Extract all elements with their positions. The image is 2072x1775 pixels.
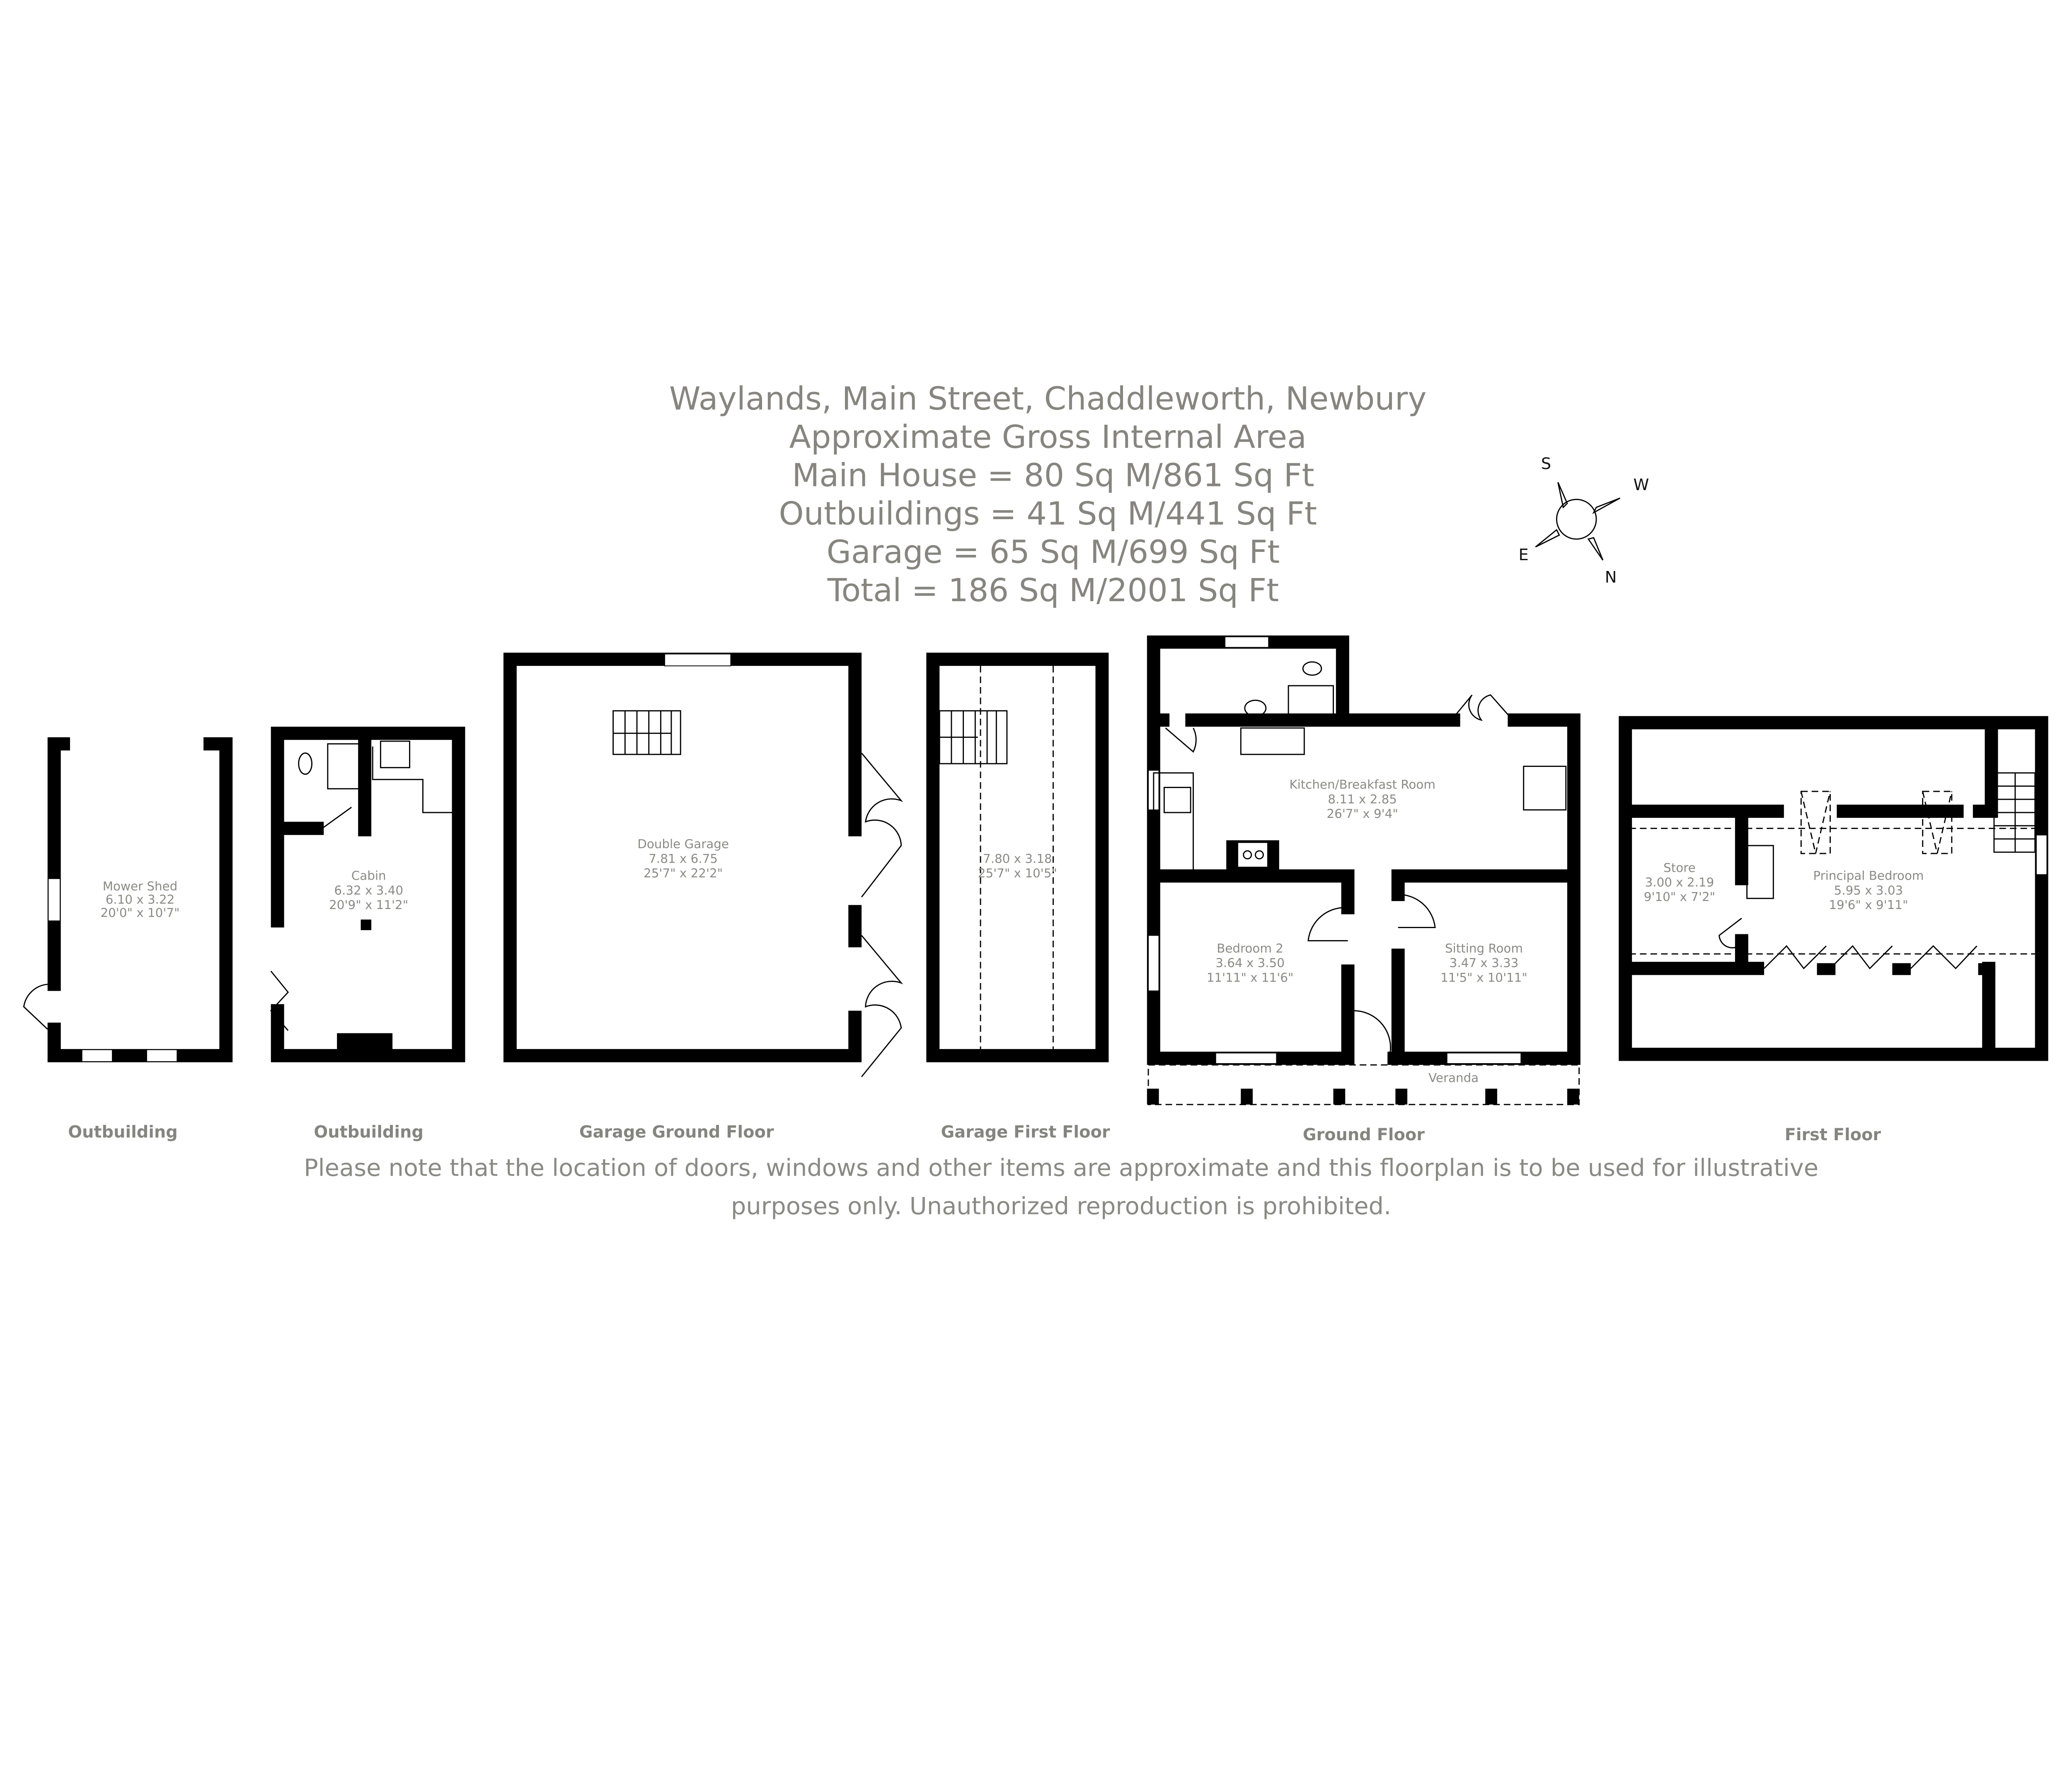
plan-mower-shed: Mower Shed 6.10 x 3.22 20'0" x 10'7" Out… xyxy=(23,737,233,1142)
room-name: Veranda xyxy=(1428,1071,1479,1085)
window xyxy=(1446,1052,1522,1064)
header: Waylands, Main Street, Chaddleworth, New… xyxy=(669,381,1427,609)
window xyxy=(81,1049,113,1062)
room-name: Double Garage xyxy=(637,837,729,851)
column xyxy=(361,919,372,930)
plan-garage-first-floor: 7.80 x 3.18 25'7" x 10'5" Garage First F… xyxy=(926,653,1110,1142)
address-title: Waylands, Main Street, Chaddleworth, New… xyxy=(669,381,1427,418)
room-imperial: 20'0" x 10'7" xyxy=(100,906,179,920)
room-imperial: 20'9" x 11'2" xyxy=(329,898,408,912)
area-main-house: Main House = 80 Sq M/861 Sq Ft xyxy=(792,457,1314,494)
room-metric: 6.32 x 3.40 xyxy=(334,883,403,897)
plan-label: Garage First Floor xyxy=(941,1123,1110,1142)
window xyxy=(1225,636,1269,648)
window xyxy=(664,653,731,667)
plan-label: First Floor xyxy=(1785,1125,1881,1144)
floorplan-svg: Waylands, Main Street, Chaddleworth, New… xyxy=(23,381,2048,1220)
stairs-icon xyxy=(1523,766,1567,811)
window xyxy=(48,878,61,921)
room-imperial: 9'10" x 7'2" xyxy=(1644,890,1715,904)
area-subtitle: Approximate Gross Internal Area xyxy=(789,419,1307,456)
room-name: Principal Bedroom xyxy=(1813,869,1924,883)
room-metric: 8.11 x 2.85 xyxy=(1328,792,1397,806)
compass-e: E xyxy=(1519,546,1529,564)
sink-icon xyxy=(1163,787,1191,813)
basin-icon xyxy=(1244,699,1267,717)
plan-label: Outbuilding xyxy=(68,1123,178,1142)
door-icon xyxy=(23,984,48,1030)
window xyxy=(1215,1052,1277,1064)
window xyxy=(2036,834,2048,875)
room-name: Sitting Room xyxy=(1445,941,1523,955)
sink-icon xyxy=(380,740,410,769)
area-garage: Garage = 65 Sq M/699 Sq Ft xyxy=(827,534,1280,571)
disclaimer-line-2: purposes only. Unauthorized reproduction… xyxy=(731,1192,1391,1220)
room-metric: 5.95 x 3.03 xyxy=(1834,883,1903,897)
room-name: Mower Shed xyxy=(103,879,178,893)
disclaimer-line-1: Please note that the location of doors, … xyxy=(304,1154,1818,1182)
plan-double-garage: Double Garage 7.81 x 6.75 25'7" x 22'2" … xyxy=(503,653,903,1142)
room-name: Store xyxy=(1663,861,1696,875)
floorplan-canvas: Waylands, Main Street, Chaddleworth, New… xyxy=(23,380,2048,1220)
room-metric: 6.10 x 3.22 xyxy=(106,892,175,907)
compass-s: S xyxy=(1541,455,1551,473)
room-metric: 3.47 x 3.33 xyxy=(1450,956,1519,970)
room-imperial: 26'7" x 9'4" xyxy=(1326,807,1398,821)
room-imperial: 19'6" x 9'11" xyxy=(1829,898,1908,912)
window xyxy=(1148,935,1159,991)
shower-icon xyxy=(327,743,361,790)
skylight-icon xyxy=(1800,791,1831,854)
shower-icon xyxy=(1288,685,1334,718)
stairs-icon xyxy=(612,710,681,755)
compass-icon: S W E N xyxy=(1519,455,1649,587)
room-name: Bedroom 2 xyxy=(1217,941,1283,955)
area-outbuildings: Outbuildings = 41 Sq M/441 Sq Ft xyxy=(779,496,1317,532)
room-imperial: 25'7" x 22'2" xyxy=(644,866,723,880)
toilet-icon xyxy=(1302,661,1322,676)
skylight-icon xyxy=(1922,791,1953,854)
plan-label: Garage Ground Floor xyxy=(579,1123,774,1142)
garage-doors-icon xyxy=(861,752,903,1077)
room-metric: 3.64 x 3.50 xyxy=(1215,956,1285,970)
room-metric: 3.00 x 2.19 xyxy=(1645,875,1714,890)
room-name: Kitchen/Breakfast Room xyxy=(1289,778,1435,792)
compass-n: N xyxy=(1605,568,1617,587)
plan-first-floor: Store 3.00 x 2.19 9'10" x 7'2" Principal… xyxy=(1619,716,2048,1144)
room-metric: 7.81 x 6.75 xyxy=(649,851,718,866)
room-name: Cabin xyxy=(351,869,386,883)
plan-cabin: Cabin 6.32 x 3.40 20'9" x 11'2" Outbuild… xyxy=(270,726,465,1142)
room-imperial: 11'5" x 10'11" xyxy=(1440,970,1527,984)
window xyxy=(146,1049,178,1062)
area-total: Total = 186 Sq M/2001 Sq Ft xyxy=(827,572,1279,609)
room-imperial: 25'7" x 10'5" xyxy=(978,866,1057,880)
room-imperial: 11'11" x 11'6" xyxy=(1207,970,1294,984)
plan-label: Outbuilding xyxy=(314,1123,424,1142)
compass-w: W xyxy=(1634,476,1649,494)
plan-label: Ground Floor xyxy=(1303,1125,1425,1144)
plan-ground-floor: Kitchen/Breakfast Room 8.11 x 2.85 26'7"… xyxy=(1147,635,1581,1144)
room-metric: 7.80 x 3.18 xyxy=(983,851,1052,866)
veranda-outline xyxy=(1147,1064,1580,1105)
toilet-icon xyxy=(298,752,312,775)
